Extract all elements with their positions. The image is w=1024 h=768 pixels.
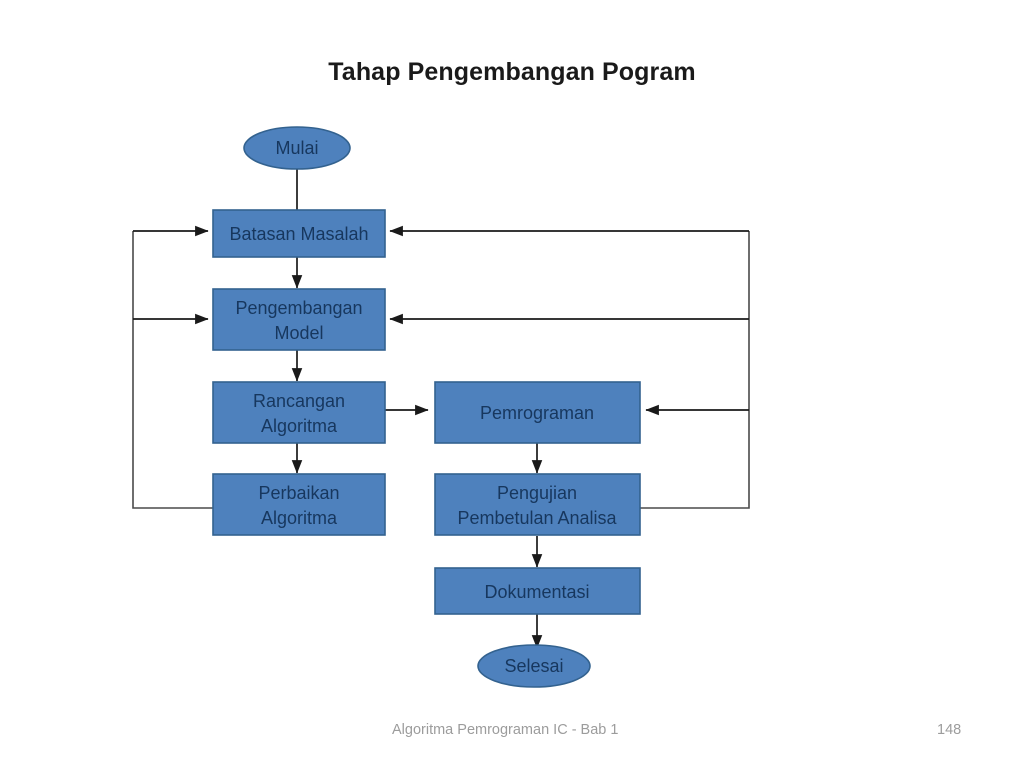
- node-pengembangan-model[interactable]: Pengembangan Model: [212, 288, 386, 351]
- pengujian-label-line2: Pembetulan Analisa: [457, 508, 617, 528]
- perbaikan-algoritma-box: [212, 473, 386, 536]
- rancangan-algoritma-box: [212, 381, 386, 444]
- pengujian-label-line1: Pengujian: [497, 483, 577, 503]
- node-perbaikan-algoritma[interactable]: Perbaikan Algoritma: [212, 473, 386, 536]
- perbaikan-algoritma-label-line1: Perbaikan: [258, 483, 339, 503]
- dokumentasi-box: [434, 567, 641, 615]
- pengembangan-model-label-line1: Pengembangan: [235, 298, 362, 318]
- node-pengujian-pembetulan-analisa[interactable]: Pengujian Pembetulan Analisa: [434, 473, 641, 536]
- pengembangan-model-box: [212, 288, 386, 351]
- page-number: 148: [937, 722, 962, 738]
- node-mulai[interactable]: Mulai: [243, 126, 351, 170]
- mulai-label: Mulai: [275, 138, 318, 158]
- edge-pengujian-right-rail: [640, 231, 750, 509]
- flowchart-diagram: Mulai Batasan Masalah Pengembangan Model…: [132, 126, 750, 688]
- selesai-label: Selesai: [504, 656, 563, 676]
- node-selesai[interactable]: Selesai: [477, 644, 591, 688]
- pengujian-box: [434, 473, 641, 536]
- selesai-ellipse: [477, 644, 591, 688]
- node-batasan-masalah[interactable]: Batasan Masalah: [212, 209, 386, 258]
- edge-perbaikan-left-rail: [132, 231, 213, 509]
- node-rancangan-algoritma[interactable]: Rancangan Algoritma: [212, 381, 386, 444]
- connector-layer: [132, 169, 750, 649]
- pemrograman-label: Pemrograman: [480, 403, 594, 423]
- perbaikan-algoritma-label-line2: Algoritma: [261, 508, 338, 528]
- page-title: Tahap Pengembangan Pogram: [328, 58, 696, 86]
- rancangan-algoritma-label-line1: Rancangan: [253, 391, 345, 411]
- node-dokumentasi[interactable]: Dokumentasi: [434, 567, 641, 615]
- dokumentasi-label: Dokumentasi: [484, 582, 589, 602]
- batasan-masalah-label: Batasan Masalah: [229, 224, 368, 244]
- node-pemrograman[interactable]: Pemrograman: [434, 381, 641, 444]
- pengembangan-model-label-line2: Model: [274, 323, 323, 343]
- mulai-ellipse: [243, 126, 351, 170]
- pemrograman-box: [434, 381, 641, 444]
- footer-text: Algoritma Pemrograman IC - Bab 1: [392, 722, 619, 738]
- batasan-masalah-box: [212, 209, 386, 258]
- rancangan-algoritma-label-line2: Algoritma: [261, 416, 338, 436]
